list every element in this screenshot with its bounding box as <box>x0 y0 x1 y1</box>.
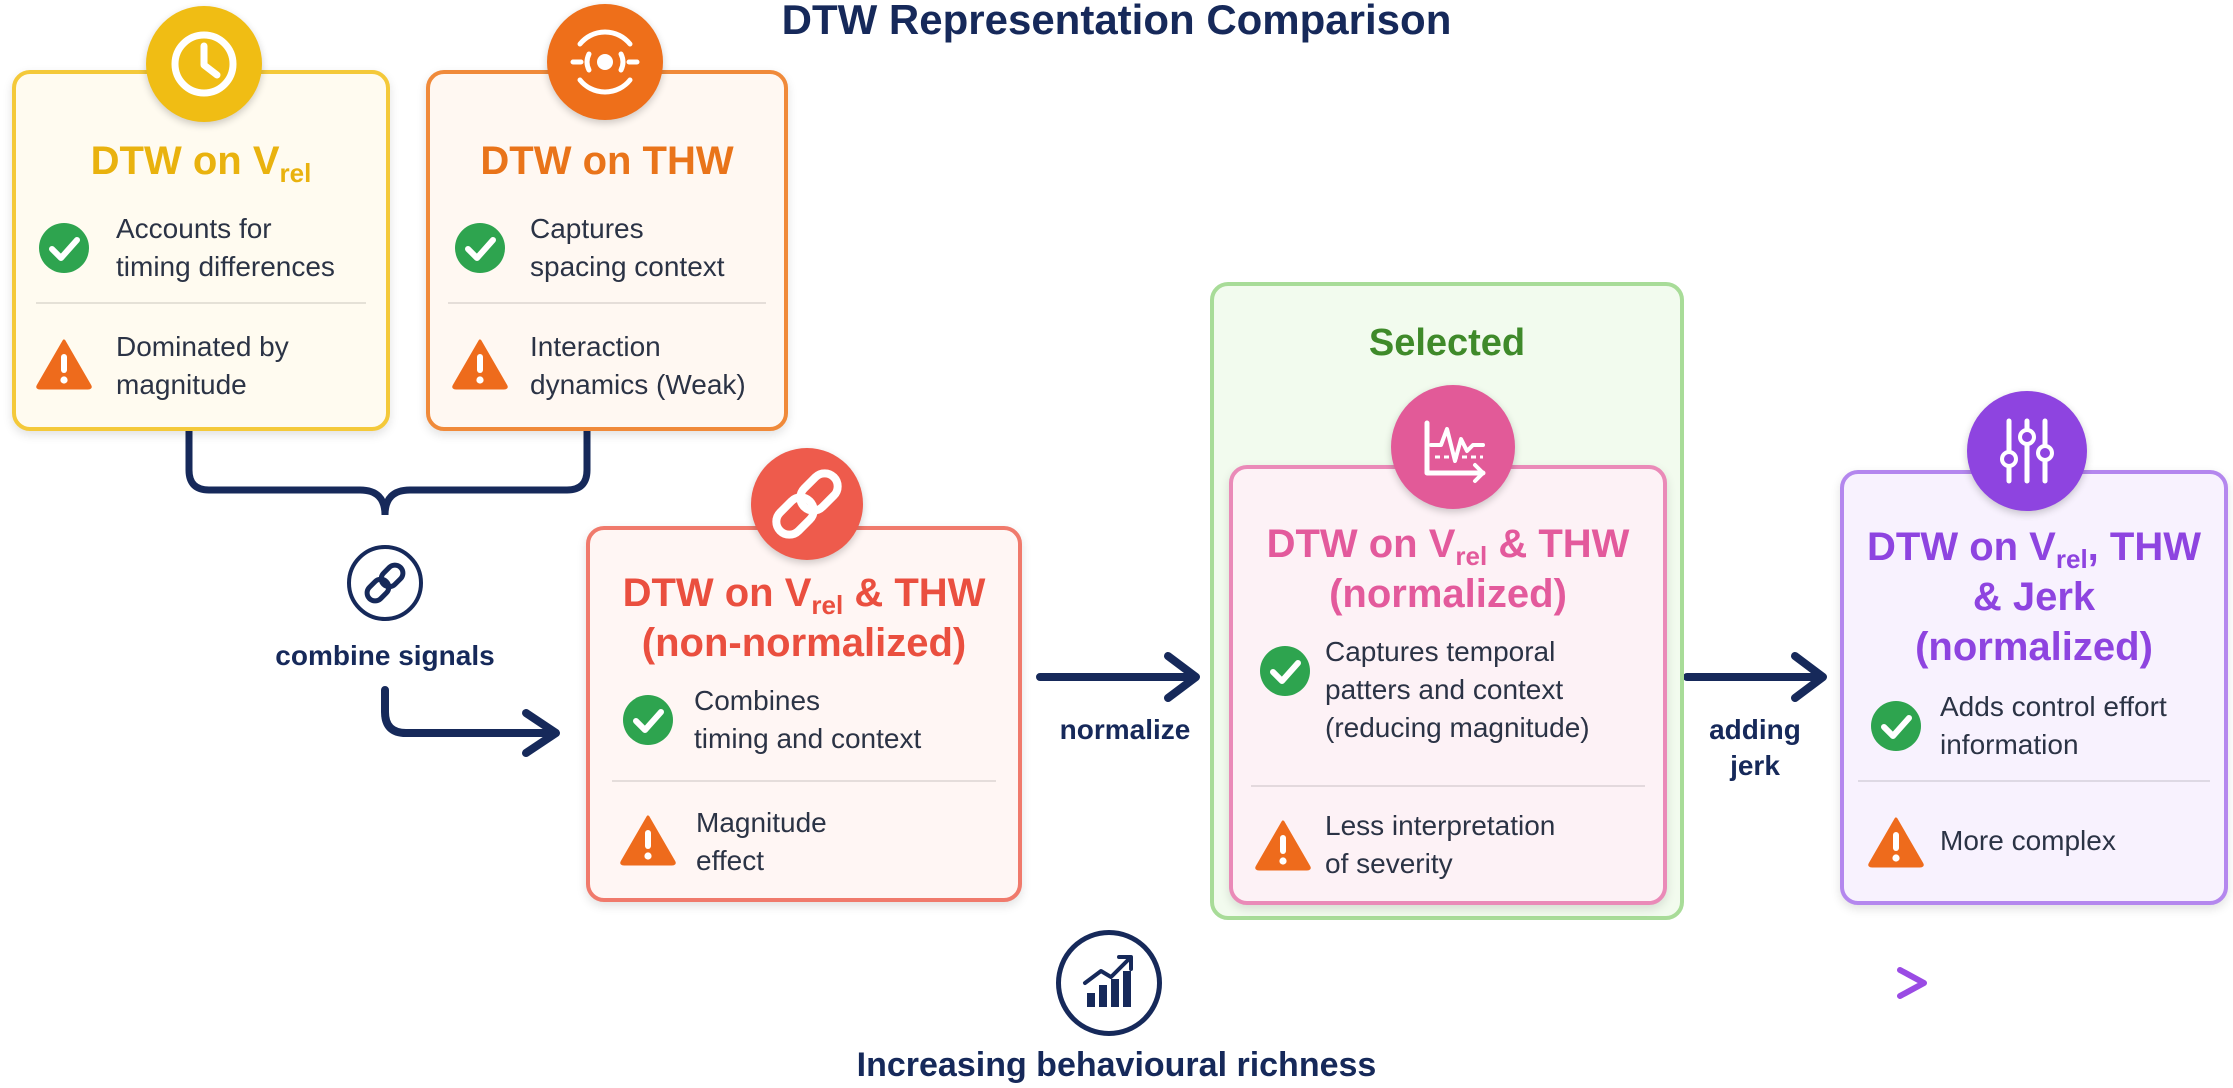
card-dtw-vrel-thw-normalized: DTW on Vrel & THW (normalized) Captures … <box>1229 465 1667 905</box>
adding-jerk-label: adding jerk <box>1709 714 1801 781</box>
richness-arrowhead <box>1897 967 1927 999</box>
combine-link-badge <box>347 545 423 621</box>
con-text: Magnitude effect <box>696 807 827 876</box>
check-icon <box>38 222 90 274</box>
check-icon <box>1259 645 1311 697</box>
sliders-badge <box>1967 391 2087 511</box>
signal-chart-badge <box>1391 385 1515 509</box>
divider <box>612 780 996 782</box>
card-dtw-thw: DTW on THW Captures spacing context Inte… <box>426 70 788 431</box>
card-subtitle-normalized: (normalized) <box>1915 625 2153 669</box>
adding-jerk-arrow <box>1683 652 1827 702</box>
warning-icon <box>1868 816 1924 868</box>
combine-arrowhead <box>522 709 560 757</box>
normalize-label: normalize <box>1059 714 1191 745</box>
pro-text: Captures spacing context <box>530 213 725 282</box>
divider <box>1858 780 2210 782</box>
warning-icon <box>620 814 676 866</box>
warning-icon <box>452 338 508 390</box>
bottom-label: Increasing behavioural richness <box>856 1046 1377 1084</box>
con-text: Less interpretation of severity <box>1325 810 1556 879</box>
check-icon <box>622 694 674 746</box>
check-icon <box>454 222 506 274</box>
selected-label: Selected <box>1368 322 1526 364</box>
card-title: DTW on Vrel & THW <box>1266 522 1630 571</box>
warning-icon <box>36 338 92 390</box>
merge-connector <box>185 426 591 516</box>
normalize-arrow <box>1036 652 1200 702</box>
combine-signals-label: combine signals <box>275 640 495 671</box>
card-title: DTW on THW <box>480 139 734 183</box>
radar-badge <box>547 4 663 120</box>
card-dtw-vrel-thw-nonnormalized: DTW on Vrel & THW (non-normalized) Combi… <box>586 526 1022 902</box>
con-text: Interaction dynamics (Weak) <box>530 331 746 400</box>
divider <box>36 302 366 304</box>
card-title: DTW on Vrel, THW <box>1867 525 2201 574</box>
growth-chart-badge <box>1056 930 1162 1036</box>
card-title: DTW on Vrel & THW <box>622 571 986 620</box>
link-badge <box>751 448 863 560</box>
clock-badge <box>146 6 262 122</box>
con-text: More complex <box>1940 825 2116 856</box>
card-subtitle: (non-normalized) <box>641 621 967 665</box>
combine-down-arrow <box>381 686 552 737</box>
signal-chart-icon <box>1424 420 1486 483</box>
diagram-title: DTW Representation Comparison <box>781 0 1452 43</box>
link-icon <box>772 469 842 539</box>
card-dtw-vrel: DTW on Vrel Accounts for timing differen… <box>12 70 390 431</box>
clock-icon <box>171 31 237 97</box>
pro-text: Adds control effort information <box>1940 691 2167 760</box>
pro-text: Accounts for timing differences <box>116 213 335 282</box>
card-title: DTW on Vrel <box>90 139 312 188</box>
pro-text: Captures temporal patters and context (r… <box>1325 636 1590 743</box>
pro-text: Combines timing and context <box>694 685 922 754</box>
check-icon <box>1870 700 1922 752</box>
card-subtitle: & Jerk <box>1972 575 2096 619</box>
divider <box>448 302 766 304</box>
growth-chart-icon <box>1083 955 1133 1007</box>
card-dtw-vrel-thw-jerk: DTW on Vrel, THW & Jerk (normalized) Add… <box>1840 470 2228 905</box>
radar-icon <box>570 29 640 95</box>
link-icon <box>364 562 406 604</box>
warning-icon <box>1255 819 1311 871</box>
divider <box>1251 785 1645 787</box>
con-text: Dominated by magnitude <box>116 331 289 400</box>
sliders-icon <box>2000 418 2054 484</box>
card-subtitle: (normalized) <box>1329 572 1567 616</box>
